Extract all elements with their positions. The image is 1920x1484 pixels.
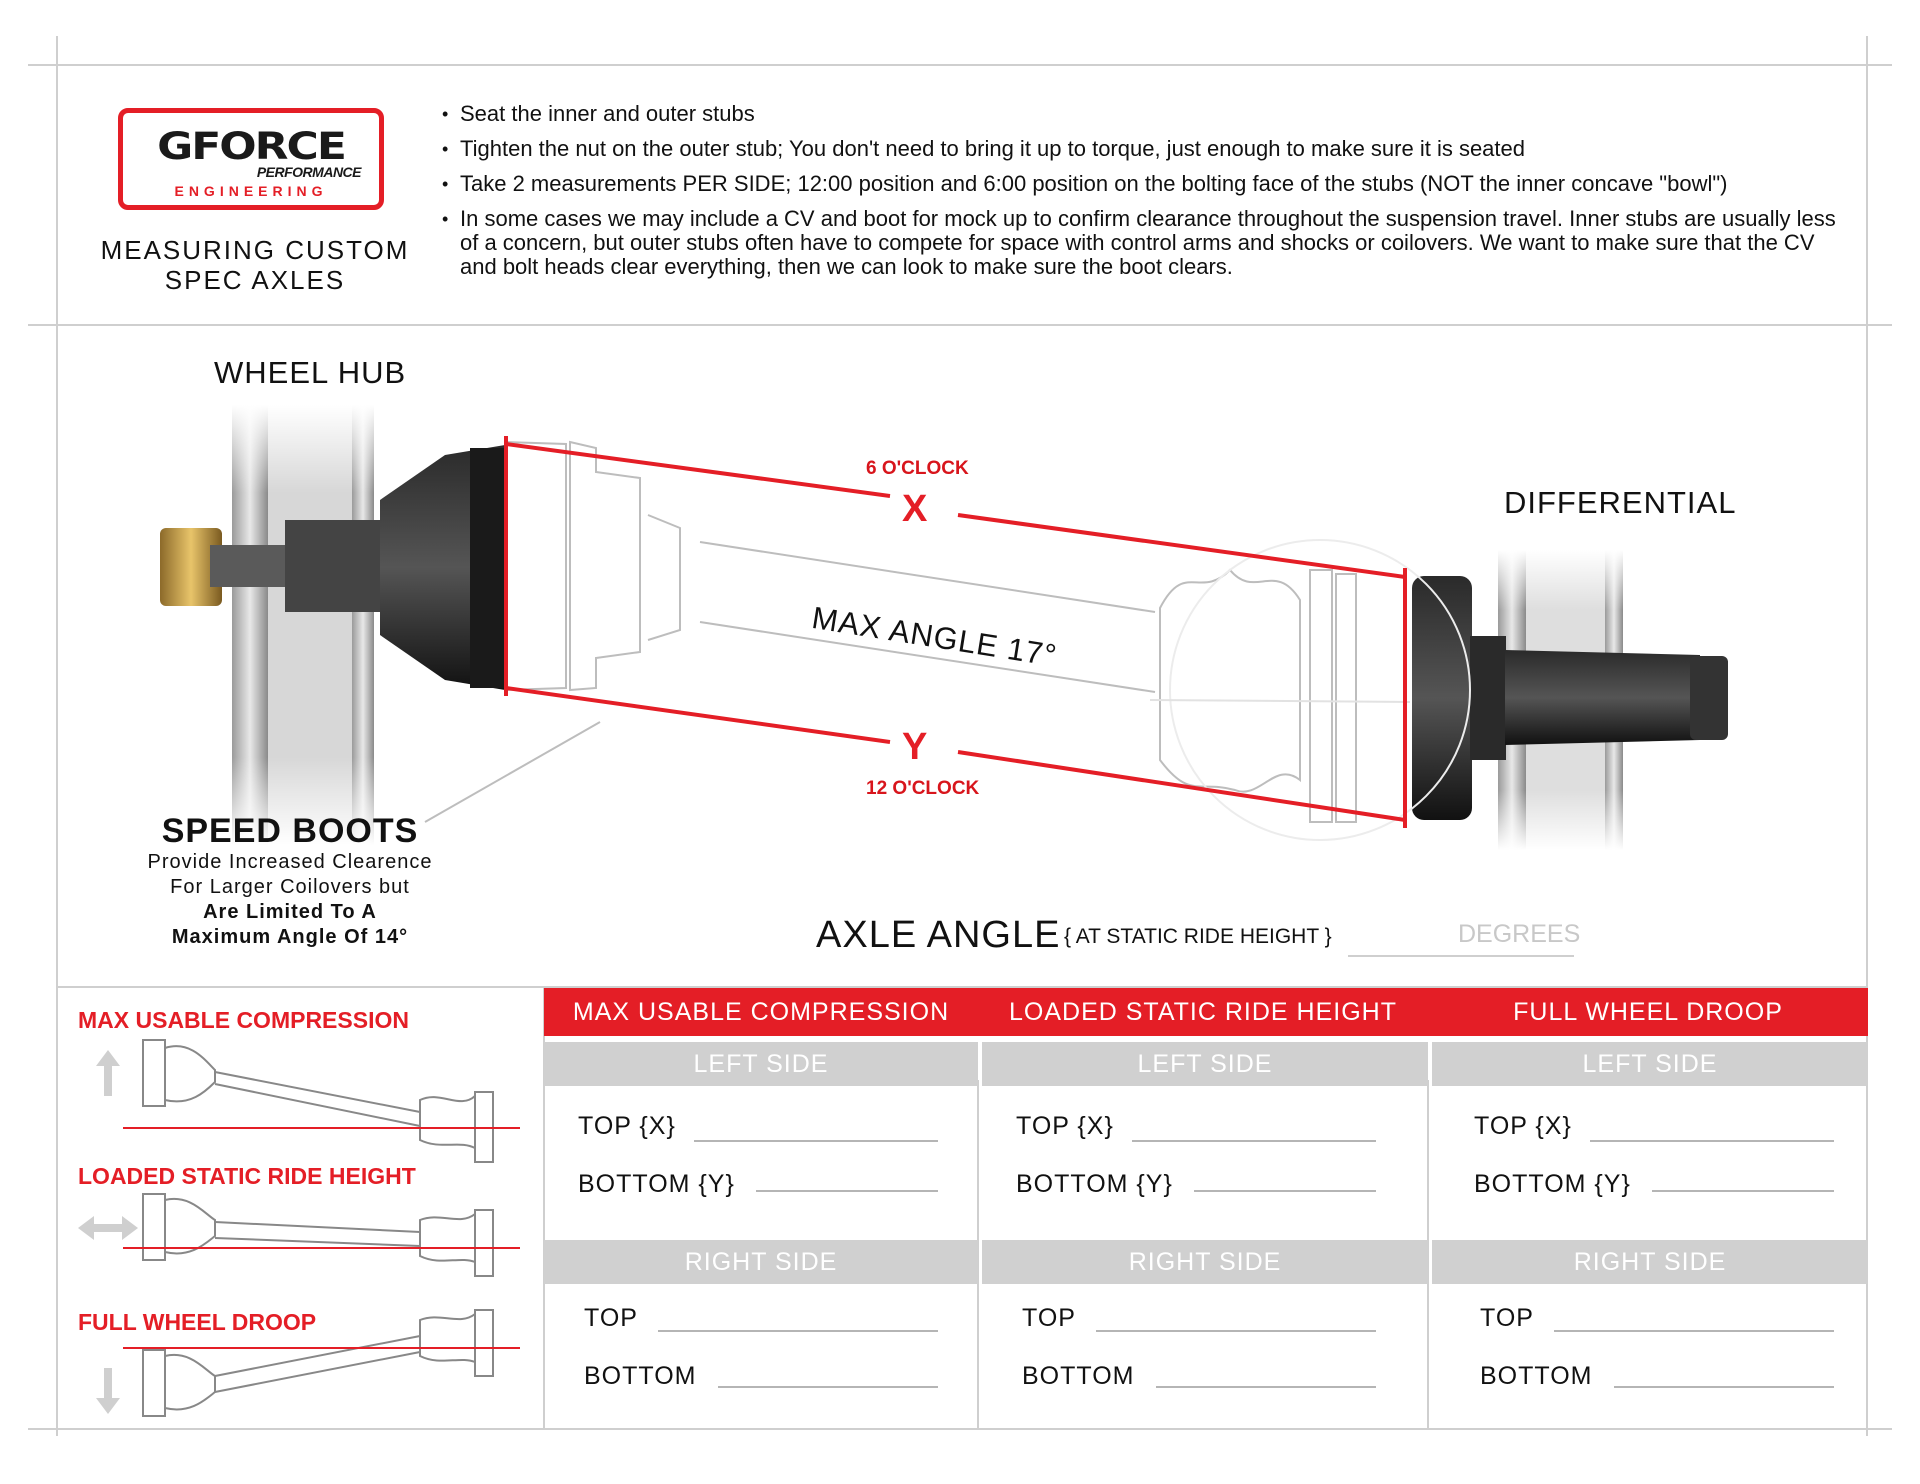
- right-top-field[interactable]: [658, 1330, 938, 1332]
- right-bottom-label: BOTTOM: [1480, 1362, 1593, 1390]
- legend-static-diagram: [123, 1193, 520, 1277]
- right-side-header: RIGHT SIDE: [982, 1240, 1428, 1284]
- left-rule: [56, 36, 58, 1436]
- right-top-label: TOP: [1022, 1304, 1076, 1332]
- arrow-left-right-icon: [78, 1216, 138, 1240]
- legend-arrows: [78, 1050, 138, 1414]
- right-bottom-field[interactable]: [718, 1386, 938, 1388]
- axle-angle-label: AXLE ANGLE: [816, 914, 1061, 956]
- speed-boot-pointer: [424, 721, 601, 823]
- left-bottom-label: BOTTOM {Y}: [1016, 1170, 1173, 1198]
- instruction-list: Seat the inner and outer stubs Tighten t…: [440, 102, 1840, 290]
- arrow-down-icon: [96, 1368, 120, 1414]
- left-bottom-field[interactable]: [756, 1190, 938, 1192]
- left-bottom-field[interactable]: [1652, 1190, 1834, 1192]
- legend-compression-heading: MAX USABLE COMPRESSION: [78, 1007, 409, 1033]
- table-divider: [56, 986, 1868, 988]
- twelve-oclock-label: 12 O'CLOCK: [866, 778, 980, 799]
- right-bottom-label: BOTTOM: [584, 1362, 697, 1390]
- instruction-item: Seat the inner and outer stubs: [440, 102, 1840, 127]
- title-line-1: MEASURING CUSTOM: [100, 235, 410, 265]
- speed-boots-line: For Larger Coilovers but: [170, 876, 410, 898]
- degrees-placeholder: DEGREES: [1458, 920, 1581, 948]
- left-top-field[interactable]: [1590, 1140, 1834, 1142]
- left-side-header: LEFT SIDE: [982, 1042, 1428, 1086]
- instruction-item: Take 2 measurements PER SIDE; 12:00 posi…: [440, 172, 1840, 197]
- document-title: MEASURING CUSTOM SPEC AXLES: [90, 235, 420, 295]
- col-header-static: LOADED STATIC RIDE HEIGHT: [978, 988, 1428, 1036]
- right-bottom-field[interactable]: [1614, 1386, 1834, 1388]
- speed-boots-line: Are Limited To A: [203, 901, 377, 923]
- differential-graphic: [1412, 550, 1728, 850]
- arrow-up-icon: [96, 1050, 120, 1096]
- left-bottom-label: BOTTOM {Y}: [578, 1170, 735, 1198]
- wheel-hub-label: WHEEL HUB: [214, 355, 407, 390]
- axle-angle-note: { AT STATIC RIDE HEIGHT }: [1064, 925, 1332, 948]
- left-bottom-label: BOTTOM {Y}: [1474, 1170, 1631, 1198]
- right-top-label: TOP: [1480, 1304, 1534, 1332]
- logo-subtitle: PERFORMANCE: [256, 164, 362, 180]
- left-top-label: TOP {X}: [578, 1112, 676, 1140]
- header-divider: [28, 324, 1892, 326]
- speed-boots-title: SPEED BOOTS: [161, 812, 419, 850]
- y-label: Y: [902, 726, 928, 768]
- title-line-2: SPEC AXLES: [164, 265, 346, 295]
- right-side-header: RIGHT SIDE: [544, 1240, 978, 1284]
- speed-boots-line: Maximum Angle Of 14°: [171, 926, 409, 948]
- speed-boots-description: Provide Increased Clearence For Larger C…: [120, 850, 460, 950]
- logo-engineering: ENGINEERING: [174, 183, 328, 199]
- right-side-header: RIGHT SIDE: [1432, 1240, 1868, 1284]
- right-top-field[interactable]: [1554, 1330, 1834, 1332]
- brand-logo: GFORCE PERFORMANCE ENGINEERING: [118, 108, 384, 210]
- left-side-header: LEFT SIDE: [544, 1042, 978, 1086]
- left-side-header: LEFT SIDE: [1432, 1042, 1868, 1086]
- col-header-compression: MAX USABLE COMPRESSION: [544, 988, 978, 1036]
- x-label: X: [902, 488, 928, 530]
- legend-compression-diagram: [123, 1039, 520, 1163]
- logo-wordmark: GFORCE: [157, 124, 347, 169]
- left-top-field[interactable]: [694, 1140, 938, 1142]
- instruction-item: Tighten the nut on the outer stub; You d…: [440, 137, 1840, 162]
- right-rule: [1866, 36, 1868, 1436]
- speed-boots-line: Provide Increased Clearence: [147, 851, 433, 873]
- differential-label: DIFFERENTIAL: [1504, 485, 1737, 520]
- wheel-hub-graphic: [160, 405, 506, 845]
- top-rule: [28, 64, 1892, 66]
- bottom-rule: [28, 1428, 1892, 1430]
- left-top-label: TOP {X}: [1016, 1112, 1114, 1140]
- legend-static-heading: LOADED STATIC RIDE HEIGHT: [78, 1163, 416, 1189]
- right-bottom-field[interactable]: [1156, 1386, 1376, 1388]
- legend-droop-heading: FULL WHEEL DROOP: [78, 1309, 317, 1335]
- instruction-item: In some cases we may include a CV and bo…: [440, 207, 1840, 279]
- max-angle-label: MAX ANGLE 17°: [809, 600, 1060, 674]
- right-top-field[interactable]: [1096, 1330, 1376, 1332]
- col-header-droop: FULL WHEEL DROOP: [1428, 988, 1868, 1036]
- degrees-input-line[interactable]: [1348, 955, 1574, 957]
- left-top-field[interactable]: [1132, 1140, 1376, 1142]
- right-top-label: TOP: [584, 1304, 638, 1332]
- left-bottom-field[interactable]: [1194, 1190, 1376, 1192]
- six-oclock-label: 6 O'CLOCK: [866, 458, 969, 479]
- right-bottom-label: BOTTOM: [1022, 1362, 1135, 1390]
- left-top-label: TOP {X}: [1474, 1112, 1572, 1140]
